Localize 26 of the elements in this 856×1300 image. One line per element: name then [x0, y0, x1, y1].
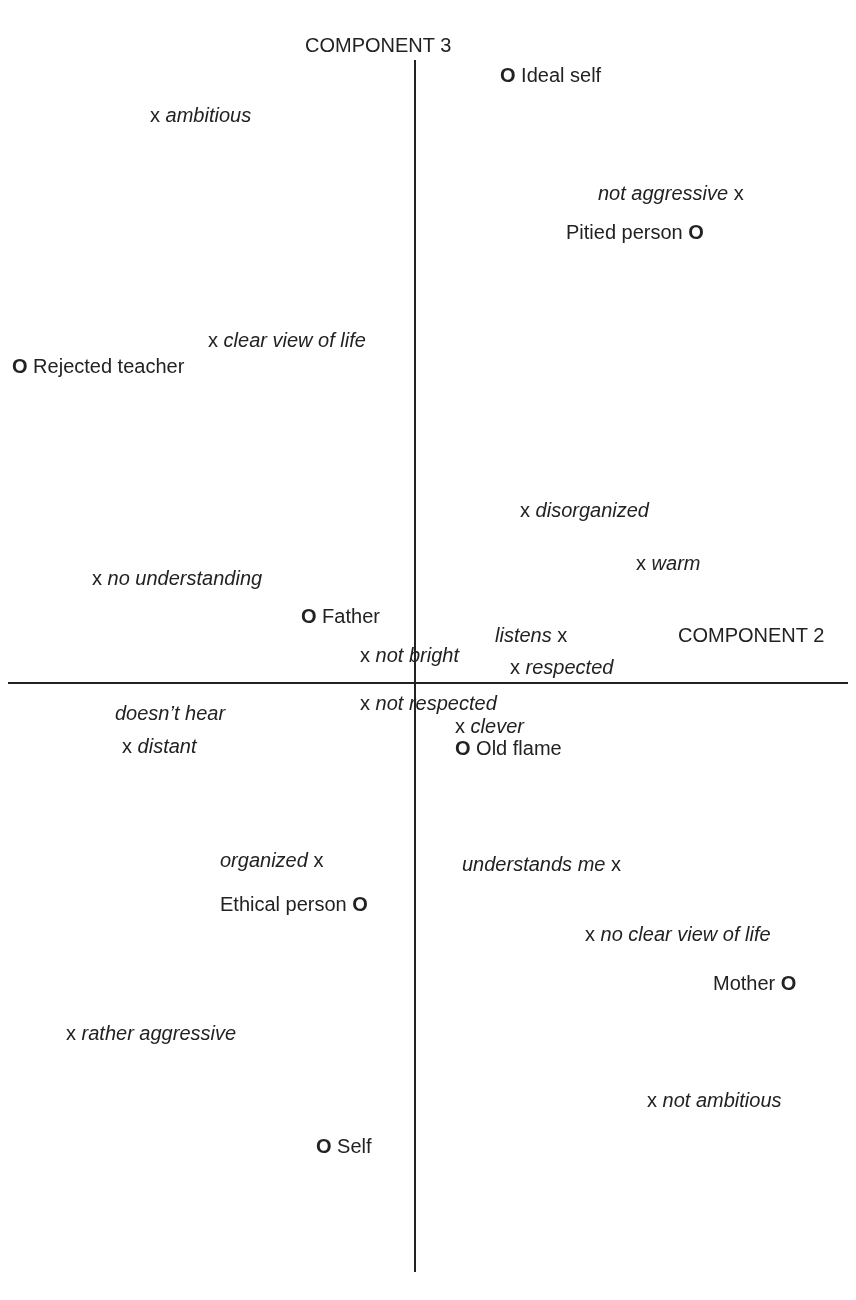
- point-label: O Father: [301, 604, 380, 628]
- point-label: organized x: [220, 848, 324, 872]
- axis-label: COMPONENT 3: [305, 33, 452, 57]
- point-label: doesn’t hear: [115, 701, 226, 725]
- point-label: x clever: [455, 714, 524, 738]
- point-label: x disorganized: [520, 498, 649, 522]
- point-label: Ethical person O: [220, 892, 368, 916]
- point-label: O Ideal self: [500, 63, 602, 87]
- point-label: x not ambitious: [647, 1088, 782, 1112]
- point-label: Mother O: [713, 971, 797, 995]
- point-label: x no understanding: [92, 566, 263, 590]
- point-label: x warm: [636, 551, 701, 575]
- point-label: x no clear view of life: [585, 922, 771, 946]
- point-label: O Old flame: [455, 736, 562, 760]
- axis-label: COMPONENT 2: [678, 623, 825, 647]
- point-label: O Self: [316, 1134, 372, 1158]
- point-label: Pitied person O: [566, 220, 704, 244]
- point-label: listens x: [495, 623, 568, 647]
- point-label: O Rejected teacher: [12, 354, 185, 378]
- point-label: x ambitious: [150, 103, 252, 127]
- point-label: x distant: [122, 734, 197, 758]
- point-label: x rather aggressive: [66, 1021, 237, 1045]
- point-label: x respected: [510, 655, 614, 679]
- point-label: not aggressive x: [598, 181, 744, 205]
- point-label: x clear view of life: [208, 328, 366, 352]
- point-label: understands me x: [462, 852, 621, 876]
